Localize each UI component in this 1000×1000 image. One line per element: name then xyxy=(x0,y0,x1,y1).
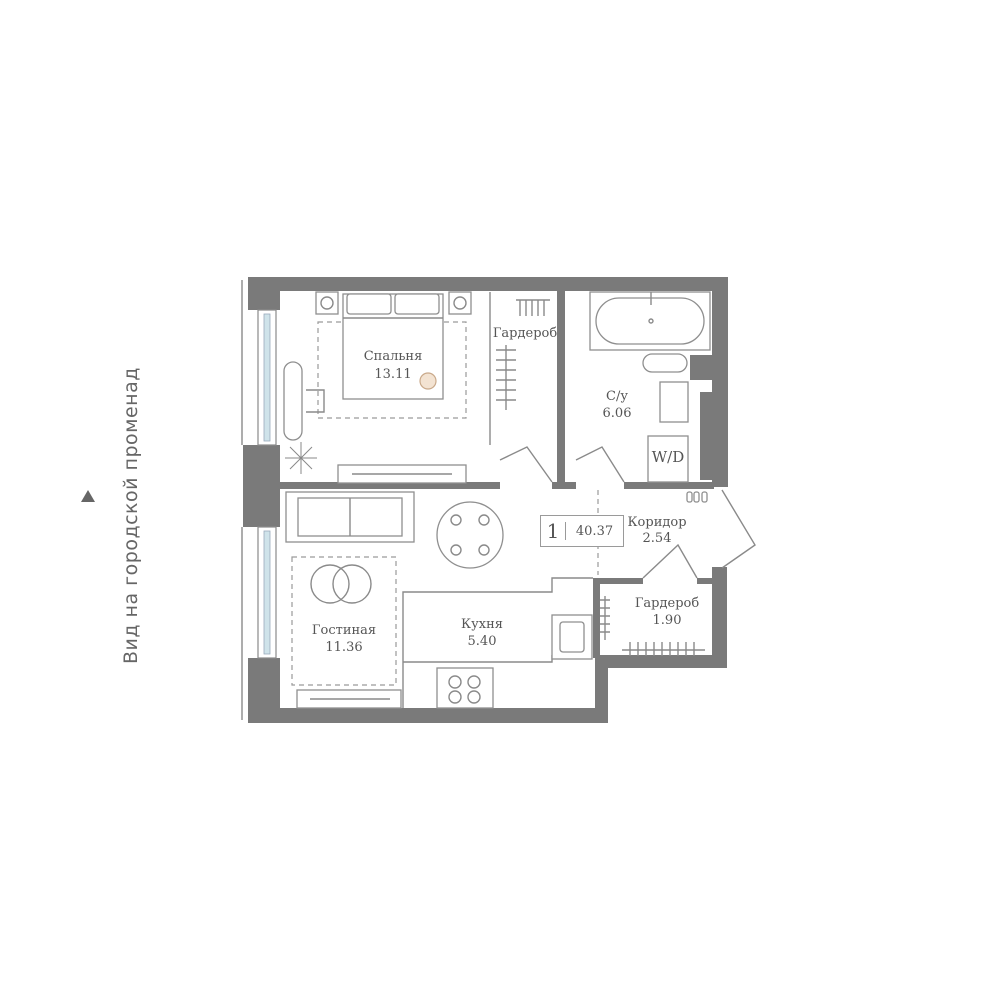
room-name-corridor: Коридор xyxy=(627,515,686,530)
room-name-kitchen: Кухня xyxy=(461,617,503,632)
room-area-living-room: 11.36 xyxy=(325,640,362,655)
room-name-wardrobe-1: Гардероб xyxy=(493,326,558,341)
cat-icon xyxy=(419,372,437,390)
room-area-bedroom: 13.11 xyxy=(374,367,411,382)
room-labels: Спальня 13.11 Гардероб С/у 6.06 W/D Кори… xyxy=(312,326,699,655)
living-room-furniture xyxy=(285,491,415,709)
room-name-bedroom: Спальня xyxy=(364,349,423,364)
walls xyxy=(243,277,728,723)
room-name-bathroom: С/у xyxy=(606,389,628,404)
dining-table xyxy=(436,501,504,569)
kitchen-fixtures xyxy=(402,577,593,709)
room-area-bathroom: 6.06 xyxy=(603,406,632,421)
doors xyxy=(499,446,756,579)
wardrobe-1-fixtures xyxy=(489,292,550,445)
bathroom-fixtures xyxy=(589,291,711,483)
room-area-wardrobe-2: 1.90 xyxy=(653,613,682,628)
room-count: 1 xyxy=(546,519,560,543)
room-area-kitchen: 5.40 xyxy=(468,634,497,649)
plant-icon xyxy=(285,442,317,474)
total-area: 40.37 xyxy=(575,523,614,539)
windows xyxy=(241,280,277,720)
appliance-label: W/D xyxy=(652,448,685,466)
wardrobe-2-fixtures xyxy=(600,596,705,656)
room-name-living-room: Гостиная xyxy=(312,623,376,638)
apartment-badge: 1 40.37 xyxy=(540,515,624,547)
view-direction-arrow-icon xyxy=(81,490,95,502)
shoes-icon xyxy=(686,491,708,503)
room-name-wardrobe-2: Гардероб xyxy=(635,596,700,611)
badge-divider xyxy=(565,522,566,540)
bedroom-furniture xyxy=(283,291,472,484)
room-area-corridor: 2.54 xyxy=(643,531,672,546)
